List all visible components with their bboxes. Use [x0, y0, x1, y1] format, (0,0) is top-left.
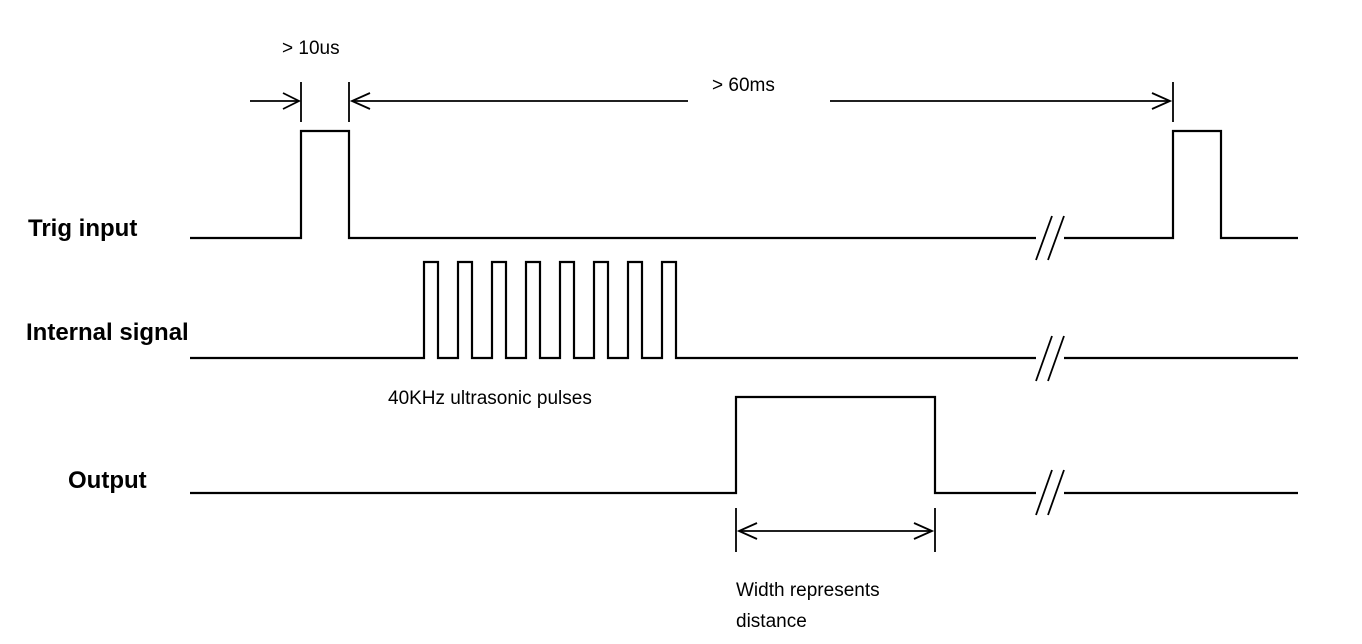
width-caption-line1: Width represents: [736, 580, 880, 601]
trig-input-label: Trig input: [28, 215, 137, 242]
cycle-period-annotation: [349, 82, 1174, 122]
trig-input-waveform: [190, 129, 1298, 240]
output-waveform: [190, 395, 1298, 495]
pulses-caption: 40KHz ultrasonic pulses: [388, 388, 592, 409]
internal-signal-waveform: [190, 260, 1298, 360]
cycle-period-label: > 60ms: [712, 75, 775, 96]
output-break-marker: [1035, 469, 1065, 516]
pulse-width-label: > 10us: [282, 38, 340, 59]
output-label: Output: [68, 467, 147, 494]
pulse-width-annotation: [250, 82, 350, 122]
internal-break-marker: [1035, 335, 1065, 382]
trig-break-marker: [1035, 215, 1065, 261]
internal-signal-label: Internal signal: [26, 319, 189, 346]
output-width-annotation: [735, 508, 936, 552]
width-caption-line2: distance: [736, 611, 807, 632]
